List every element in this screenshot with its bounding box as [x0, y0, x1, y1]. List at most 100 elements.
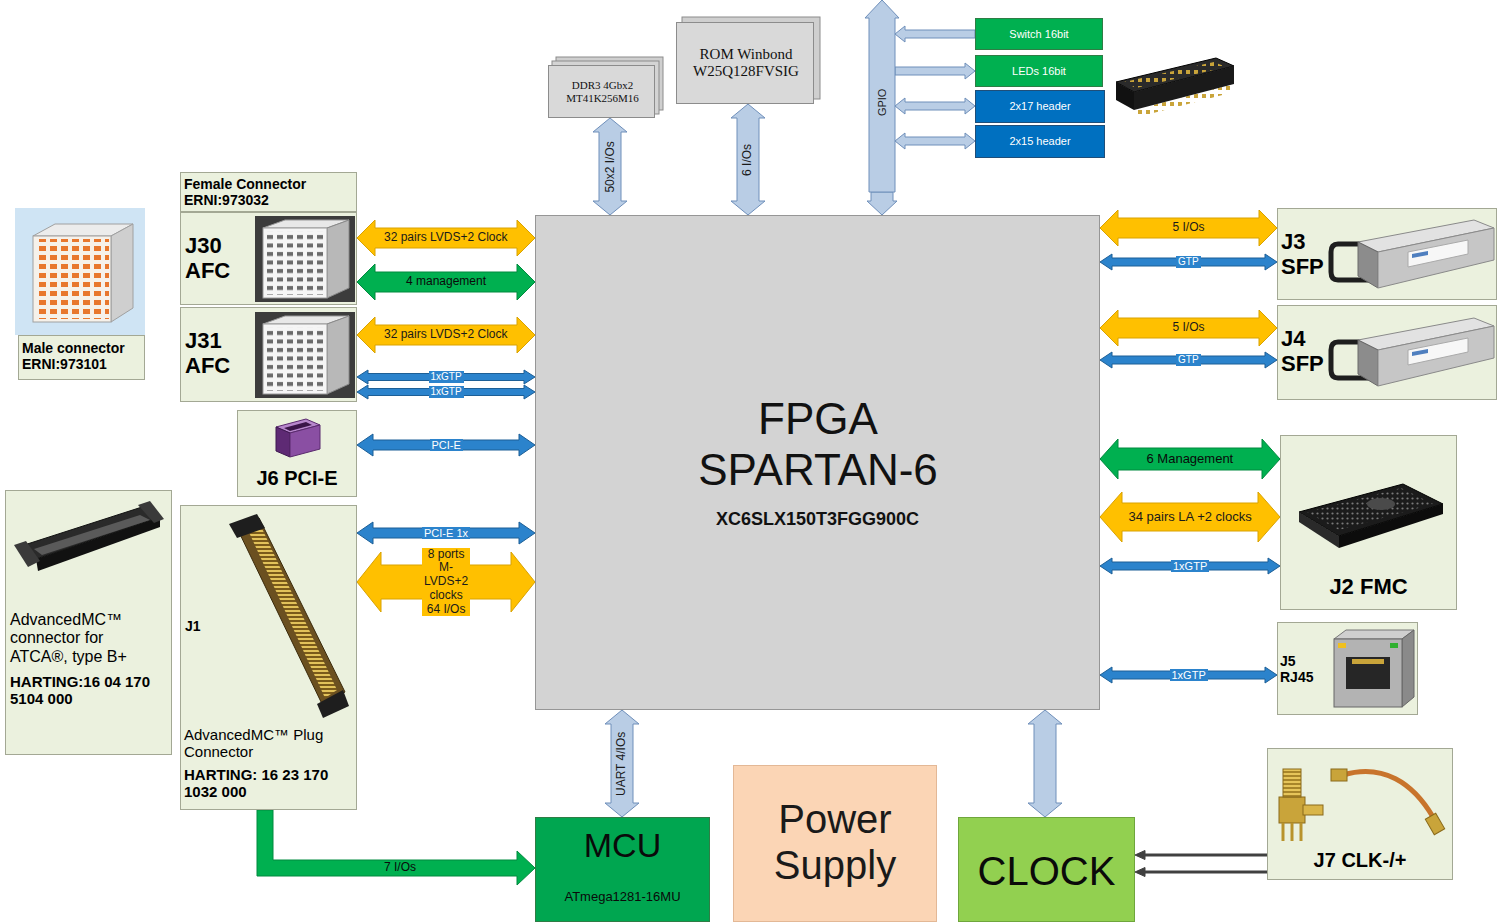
signal-label: 32 pairs LVDS+2 Clock [382, 328, 510, 342]
node-label: J7 CLK-/+ [1268, 849, 1452, 872]
part-illustration [1295, 466, 1445, 556]
signal-label: 34 pairs LA +2 clocks [1127, 510, 1254, 525]
node-label: J31 AFC [185, 328, 247, 379]
part-illustration [255, 312, 355, 398]
node-label: GPIO [876, 62, 889, 142]
memory-chip-box: DDR3 4Gbx2 MT41K256M16 [548, 65, 655, 118]
part-illustration [1279, 769, 1445, 841]
signal-label: 6 Management [1145, 452, 1236, 467]
part-illustration [270, 415, 325, 460]
part-illustration [255, 312, 355, 398]
signal-label: 1xGTP [429, 386, 464, 398]
sma-connector-box: J7 CLK-/+ [1267, 748, 1453, 880]
signal-arrow [1100, 210, 1277, 246]
signal-arrow [357, 385, 535, 399]
header-box: 2x15 header [975, 125, 1105, 158]
afc-connector-box: J30 AFC [180, 212, 357, 305]
node-label: CLOCK [959, 848, 1134, 894]
node-label: AdvancedMC™ Plug Connector [184, 726, 354, 761]
signal-label: 7 I/Os [382, 861, 418, 875]
node-label: HARTING:16 04 170 5104 000 [10, 673, 169, 708]
signal-arrow [593, 118, 627, 215]
amc-plug-box: J1AdvancedMC™ Plug ConnectorHARTING: 16 … [180, 505, 357, 810]
node-label: Male connector ERNI:973101 [22, 340, 143, 372]
switch-box: Switch 16bit [975, 18, 1103, 50]
signal-label: 1xGTP [1171, 560, 1209, 573]
node-label: ATmega1281-16MU [536, 890, 709, 905]
node-label: DDR3 4Gbx2 MT41K256M16 [551, 79, 654, 104]
part-illustration [255, 216, 355, 302]
node-label: FPGA SPARTAN-6 [668, 394, 968, 495]
node-label: Female Connector ERNI:973032 [184, 176, 354, 208]
part-illustration [229, 514, 349, 718]
part-illustration [1328, 312, 1496, 394]
rj45-jack-box: J5 RJ45 [1277, 622, 1418, 715]
signal-label: 32 pairs LVDS+2 Clock [382, 231, 510, 245]
signal-label: 5 I/Os [1171, 321, 1207, 335]
amc-connector-box: AdvancedMC™ connector for ATCA®, type B+… [5, 490, 172, 755]
part-illustration [1299, 484, 1443, 548]
part-illustration [1273, 753, 1449, 843]
fpga-chip-box: FPGA SPARTAN-6XC6SLX150T3FGG900C [535, 215, 1100, 710]
signal-label: PCI-E 1x [422, 527, 470, 540]
signal-arrow [1100, 667, 1277, 683]
node-label: AdvancedMC™ connector for ATCA®, type B+ [10, 611, 150, 666]
signal-arrow [1100, 558, 1280, 574]
signal-arrow [1135, 868, 1267, 877]
afc-connector-box: J31 AFC [180, 307, 357, 402]
sfp-cage-box: J4 SFP [1277, 305, 1497, 400]
node-label: Power Supply [734, 796, 936, 888]
signal-label: GTP [1176, 256, 1201, 268]
pin-header-photo [1116, 58, 1234, 118]
node-label: J6 PCI-E [238, 467, 356, 490]
signal-arrow [357, 220, 535, 256]
node-label: J4 SFP [1281, 326, 1329, 377]
node-label: J3 SFP [1281, 229, 1329, 280]
node-label: HARTING: 16 23 170 1032 000 [184, 766, 354, 801]
sfp-cage-box: J3 SFP [1277, 208, 1497, 300]
mcu-chip-box: MCU ATmega1281-16MU [535, 817, 710, 922]
node-label: Switch 16bit [976, 28, 1102, 41]
signal-label: UART 4/IOs [615, 729, 629, 797]
signal-arrow [605, 710, 639, 817]
part-illustration [1328, 214, 1496, 296]
signal-arrow [1100, 310, 1277, 346]
connector-caption-box: Female Connector ERNI:973032 [180, 172, 357, 212]
part-illustration [276, 419, 320, 457]
part-illustration [10, 495, 167, 605]
node-label: J1 [185, 618, 215, 634]
power-supply-box: Power Supply [733, 765, 937, 922]
signal-arrow [1028, 710, 1062, 817]
part-illustration [1326, 627, 1416, 711]
signal-arrow [357, 522, 535, 544]
signal-arrow [357, 264, 535, 300]
signal-arrow [1100, 492, 1280, 542]
signal-arrow [1135, 851, 1267, 860]
pcie-connector-box: J6 PCI-E [237, 410, 357, 497]
signal-arrow [895, 63, 975, 79]
part-illustration [1331, 220, 1494, 288]
signal-label: 1xGTP [429, 371, 464, 383]
part-illustration [1334, 630, 1414, 707]
signal-arrow [1100, 352, 1277, 368]
clock-box: CLOCK [958, 817, 1135, 922]
node-label: 2x15 header [976, 135, 1104, 148]
bus-arrow-shape [865, 0, 899, 192]
signal-arrow [895, 98, 975, 114]
node-label: J2 FMC [1281, 574, 1456, 599]
node-label: ROM Winbond W25Q128FVSIG [681, 46, 811, 81]
node-label: MCU [536, 826, 709, 865]
flash-rom-box: ROM Winbond W25Q128FVSIG [676, 22, 814, 104]
signal-arrow [357, 317, 535, 353]
header-box: 2x17 header [975, 90, 1105, 123]
node-label: XC6SLX150T3FGG900C [536, 509, 1099, 530]
signal-arrow [867, 192, 897, 215]
signal-arrow [1100, 254, 1277, 270]
signal-label: 8 ports M-LVDS+2 clocks 64 I/Os [422, 548, 470, 617]
node-label: J5 RJ45 [1280, 653, 1324, 685]
signal-arrow [895, 26, 975, 42]
male-connector-photo [15, 208, 145, 335]
node-label: 2x17 header [976, 100, 1104, 113]
